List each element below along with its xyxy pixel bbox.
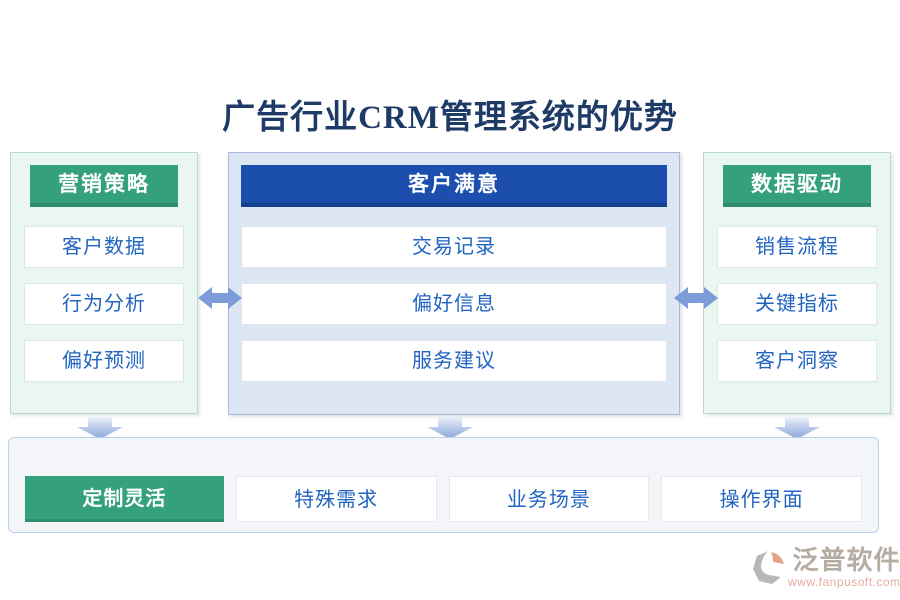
marketing-strategy-header: 营销策略 (30, 165, 178, 207)
list-item: 操作界面 (661, 476, 862, 522)
flexibility-bar: 定制灵活 特殊需求 业务场景 操作界面 (8, 437, 879, 533)
double-horizontal-arrow-icon (198, 287, 242, 309)
brand-text-block: 泛普软件 www.fanpusoft.com (788, 546, 900, 589)
brand-watermark: 泛普软件 www.fanpusoft.com (750, 546, 900, 589)
double-horizontal-arrow-icon (674, 287, 718, 309)
list-item: 服务建议 (241, 340, 667, 382)
customer-satisfaction-header: 客户满意 (241, 165, 667, 207)
list-item: 关键指标 (717, 283, 877, 325)
brand-url: www.fanpusoft.com (788, 575, 900, 589)
panel-customer-satisfaction: 客户满意 交易记录 偏好信息 服务建议 (228, 152, 680, 415)
flexibility-header: 定制灵活 (25, 476, 224, 522)
panel-data-driven: 数据驱动 销售流程 关键指标 客户洞察 (703, 152, 891, 414)
list-item: 偏好预测 (24, 340, 184, 382)
list-item: 交易记录 (241, 226, 667, 268)
brand-name: 泛普软件 (792, 546, 900, 575)
list-item: 客户洞察 (717, 340, 877, 382)
list-item: 偏好信息 (241, 283, 667, 325)
down-arrow-icon (427, 417, 473, 439)
list-item: 客户数据 (24, 226, 184, 268)
panel-marketing-strategy: 营销策略 客户数据 行为分析 偏好预测 (10, 152, 198, 414)
list-item: 行为分析 (24, 283, 184, 325)
list-item: 销售流程 (717, 226, 877, 268)
list-item: 业务场景 (448, 476, 650, 522)
down-arrow-icon (774, 417, 820, 439)
down-arrow-icon (77, 417, 123, 439)
page-title: 广告行业CRM管理系统的优势 (222, 100, 678, 136)
fanpu-logo-icon (753, 551, 784, 584)
list-item: 特殊需求 (235, 476, 437, 522)
data-driven-header: 数据驱动 (723, 165, 871, 207)
